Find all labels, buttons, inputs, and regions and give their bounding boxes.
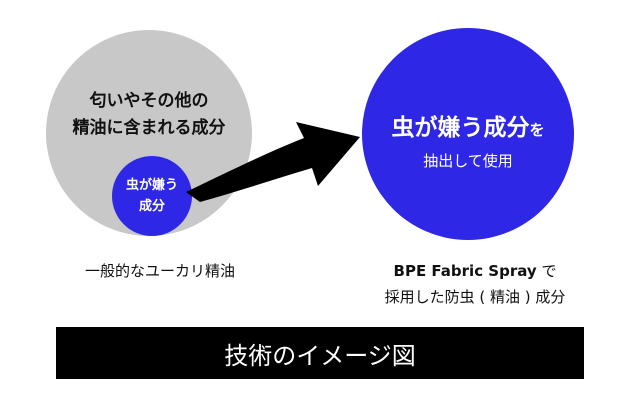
extraction-arrow-body (186, 122, 360, 202)
insect-repellent-label-line-1: 虫が嫌う (125, 178, 178, 193)
product-caption: BPE Fabric Spray で 採用した防虫 ( 精油 ) 成分 (330, 258, 620, 310)
extracted-component-subtitle: 抽出して使用 (423, 152, 513, 170)
product-brand-suffix: で (536, 262, 557, 280)
essential-oil-label-line-2: 精油に含まれる成分 (72, 118, 226, 138)
product-caption-line-1: BPE Fabric Spray で (330, 258, 620, 284)
insect-repellent-component-label: 虫が嫌う 成分 (112, 175, 192, 217)
extracted-component-title-main: 虫が嫌う成分 (391, 115, 530, 141)
essential-oil-label-line-1: 匂いやその他の (89, 91, 209, 111)
extracted-component-title: 虫が嫌う成分を (362, 114, 574, 144)
extracted-component-label: 虫が嫌う成分を 抽出して使用 (362, 114, 574, 174)
product-brand-name: BPE Fabric Spray (393, 262, 537, 280)
insect-repellent-label-line-2: 成分 (138, 199, 165, 214)
technology-diagram-banner: 技術のイメージ図 (56, 327, 584, 379)
insect-repellent-component-circle (112, 156, 192, 236)
extracted-component-title-suffix: を (529, 121, 545, 139)
extracted-component-circle (362, 28, 574, 240)
essential-oil-components-label: 匂いやその他の 精油に含まれる成分 (46, 88, 252, 142)
eucalyptus-oil-caption: 一般的なユーカリ精油 (84, 262, 235, 280)
product-caption-line-2: 採用した防虫 ( 精油 ) 成分 (384, 288, 566, 306)
